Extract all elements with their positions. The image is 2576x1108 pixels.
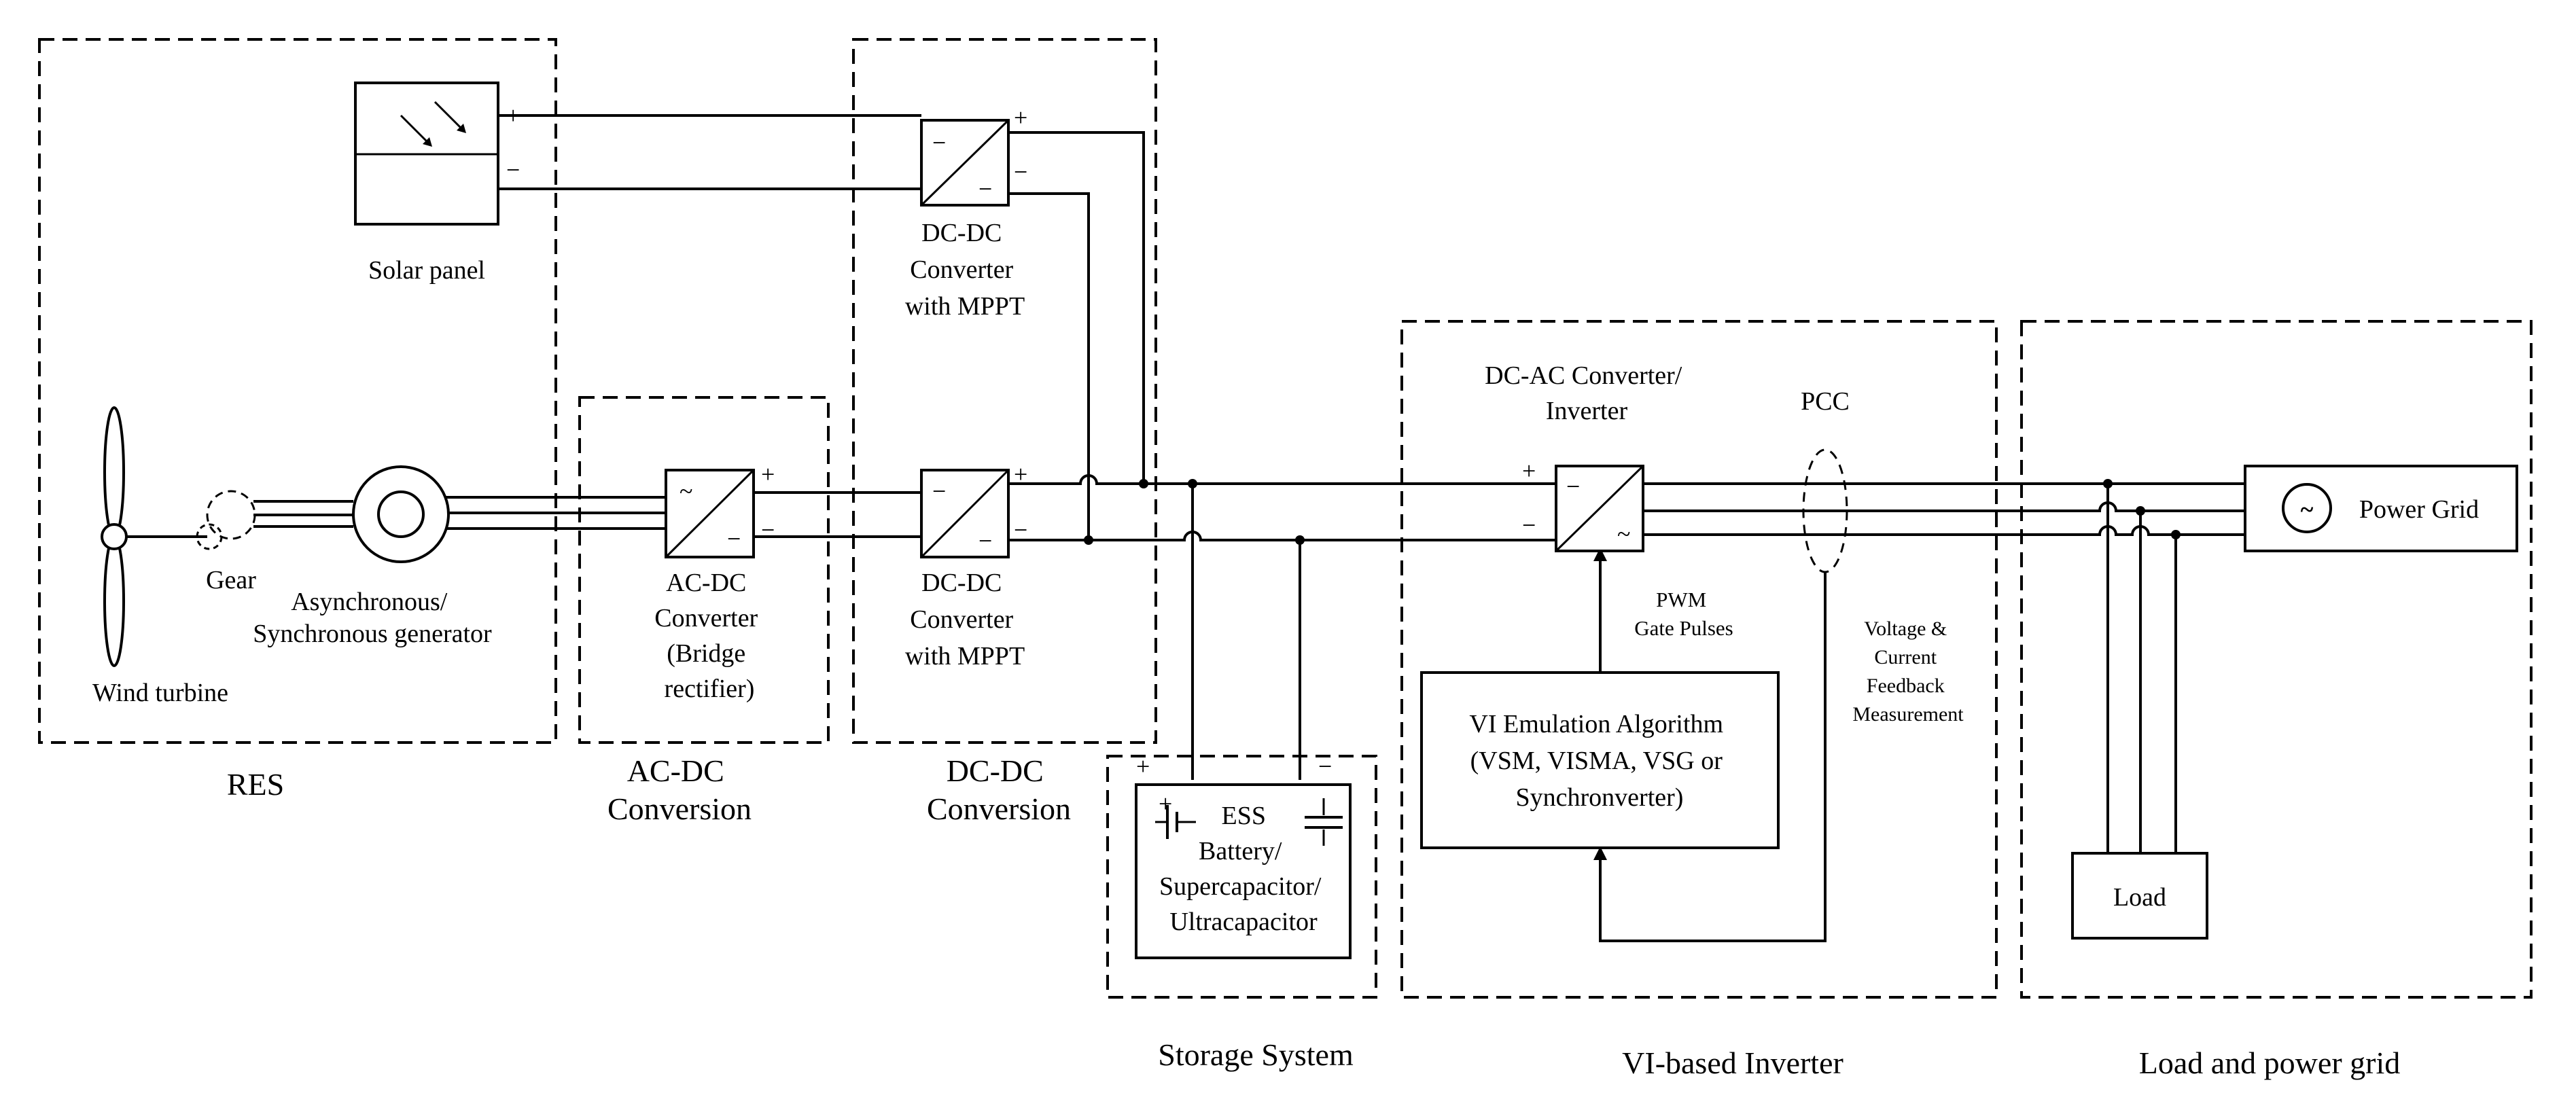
sun-rays-icon — [400, 101, 466, 147]
load-grid-section-box — [2020, 320, 2533, 999]
res-section-label: RES — [227, 767, 284, 802]
solar-plus: + — [506, 102, 520, 129]
svg-text:−: − — [1566, 473, 1580, 500]
battery-icon: + — [1155, 790, 1196, 839]
dcac-inverter-block: − ~ — [1555, 465, 1644, 552]
dcdc-bottom-block: − − — [920, 469, 1010, 558]
junction-dots — [1084, 479, 2181, 545]
storage-minus: − — [1318, 753, 1332, 780]
dcdc-top-block: − − — [920, 119, 1010, 207]
svg-text:−: − — [978, 175, 992, 202]
dcac-minus: − — [1522, 512, 1536, 539]
wind-turbine-icon — [101, 406, 207, 667]
solar-panel — [354, 82, 499, 226]
dcdc-section-box — [852, 38, 1157, 744]
capacitor-icon — [1305, 798, 1343, 846]
dcdc-section-label: DC-DC Conversion — [927, 753, 1071, 826]
svg-text:~: ~ — [2301, 496, 2314, 523]
res-section-box — [38, 38, 557, 744]
acdc-section-label: AC-DC Conversion — [607, 753, 752, 826]
dcac-plus: + — [1522, 457, 1536, 484]
solar-minus: − — [506, 156, 520, 183]
acdc-converter-label: AC-DC Converter (Bridge rectifier) — [654, 569, 764, 703]
svg-text:−: − — [978, 527, 992, 554]
acdc-converter-block: ~ − — [665, 469, 755, 558]
generator-icon — [352, 465, 450, 563]
pcc-marker — [1802, 448, 1848, 573]
svg-text:+: + — [1159, 790, 1172, 817]
dcdc-top-label: DC-DC Converter with MPPT — [905, 219, 1025, 321]
storage-plus: + — [1136, 753, 1150, 780]
dcdc-top-plus: + — [1014, 104, 1027, 131]
solar-panel-label: Solar panel — [368, 256, 485, 285]
pcc-label: PCC — [1801, 387, 1850, 416]
load-grid-section-label: Load and power grid — [2139, 1046, 2401, 1080]
svg-text:−: − — [727, 525, 741, 552]
dcac-label: DC-AC Converter/ Inverter — [1485, 361, 1689, 425]
generator-label: Asynchronous/ Synchronous generator — [253, 588, 492, 648]
feedback-label: Voltage & Current Feedback Measurement — [1852, 618, 1964, 726]
vi-inverter-section-box — [1400, 320, 1998, 999]
svg-text:−: − — [932, 478, 946, 505]
vi-inverter-section-label: VI-based Inverter — [1622, 1046, 1843, 1080]
vi-algorithm-block — [1420, 671, 1780, 849]
dcdc-bottom-minus: − — [1014, 516, 1027, 543]
gear-label: Gear — [206, 566, 256, 594]
acdc-plus: + — [761, 461, 775, 488]
load-block — [2071, 852, 2208, 940]
dcdc-top-minus: − — [1014, 158, 1027, 185]
wind-turbine-label: Wind turbine — [92, 679, 228, 707]
storage-section-label: Storage System — [1158, 1037, 1354, 1072]
pwm-label: PWM Gate Pulses — [1634, 588, 1733, 640]
acdc-section-box — [578, 396, 830, 744]
vi-algorithm-label: VI Emulation Algorithm (VSM, VISMA, VSG … — [1469, 710, 1729, 812]
power-grid-block — [2244, 465, 2518, 552]
svg-text:~: ~ — [1617, 520, 1630, 548]
gear-icon — [196, 490, 256, 550]
load-label: Load — [2113, 883, 2166, 912]
acdc-minus: − — [761, 516, 775, 543]
svg-text:−: − — [932, 129, 946, 156]
ess-label: ESS Battery/ Supercapacitor/ Ultracapaci… — [1159, 802, 1328, 936]
dcdc-bottom-plus: + — [1014, 461, 1027, 488]
ess-block: + — [1135, 783, 1352, 959]
svg-text:~: ~ — [680, 478, 692, 505]
ac-source-icon: ~ — [2282, 483, 2332, 533]
dcdc-bottom-label: DC-DC Converter with MPPT — [905, 569, 1025, 671]
power-grid-label: Power Grid — [2359, 495, 2479, 524]
